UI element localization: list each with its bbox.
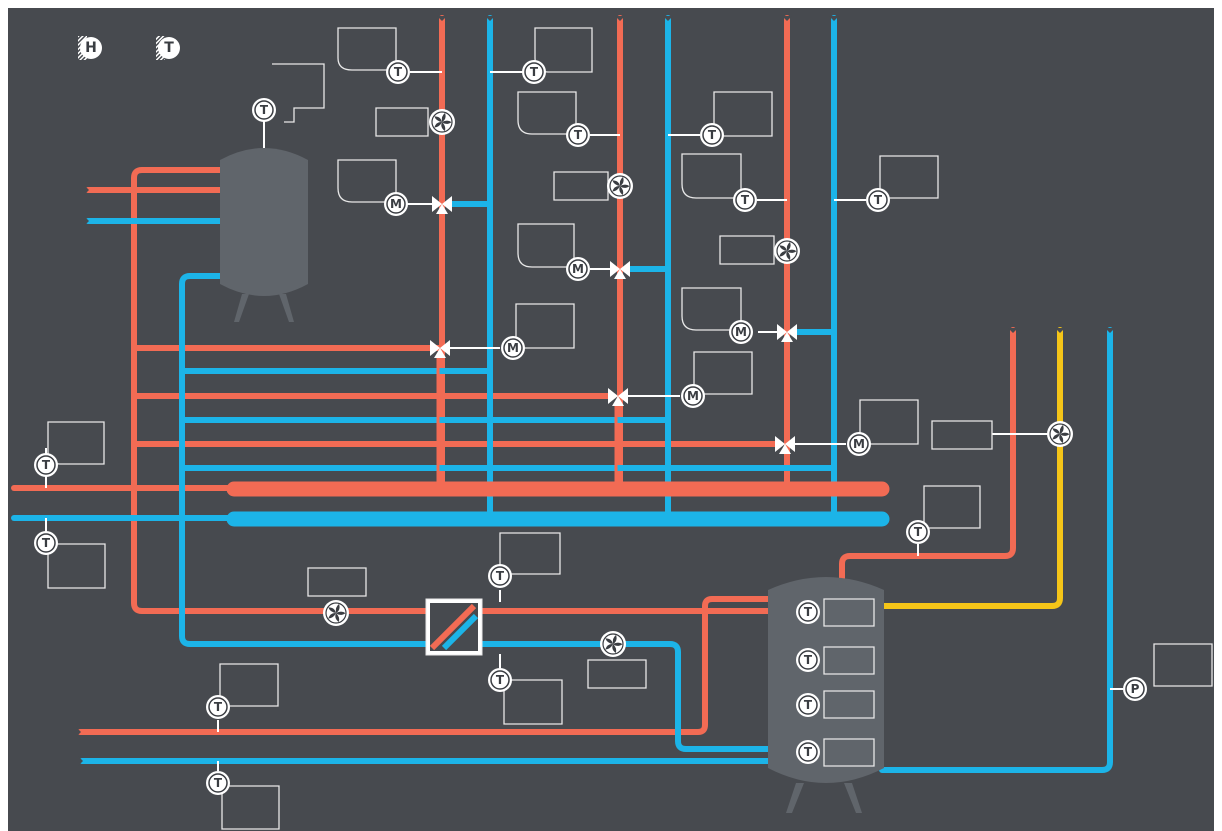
mixing-valve-3[interactable] [777,324,797,342]
circuit1-flow-temp-sensor[interactable]: T [386,60,410,84]
dhw-tank-temp-sensor-1[interactable]: T [796,600,820,624]
mixing-valve-4[interactable] [430,340,450,358]
sensors: T T T T T T T M M M M M M T T T T T P T T T T T T [34,60,1147,795]
dhw-outlet-temp-sensor[interactable]: T [906,520,930,544]
dhw-outlet-temp-sensor-symbol: T [914,525,923,539]
mixing-valve-1[interactable] [432,196,452,214]
supply-cold-temp-sensor-symbol: T [214,776,223,790]
hx-secondary-temp-sensor-symbol: T [496,569,505,583]
branch3-mixer-motor-symbol: M [853,437,865,451]
circuit3-mixer-motor-symbol: M [735,325,747,339]
legend: H T [78,36,180,60]
main-flow-temp-sensor-symbol: T [42,458,51,472]
hx-secondary-temp-sensor[interactable]: T [488,564,512,588]
dhw-legend-icon: T [156,36,180,60]
dhw-tank-temp-sensor-4[interactable]: T [796,740,820,764]
hx-to-dhw-cold [471,641,771,752]
pipe-network [11,15,1113,773]
dhw-tank-temp-sensor-4-symbol: T [804,745,813,759]
pumps [323,109,1073,657]
hx-secondary-pump-icon[interactable] [600,631,626,657]
circuit1-return-temp-sensor-symbol: T [530,65,539,79]
hx-return-temp-sensor[interactable]: T [488,668,512,692]
circuit2-return-temp-sensor[interactable]: T [700,123,724,147]
buffer-hot-loop [131,167,431,614]
circuit2-mixer-motor[interactable]: M [566,257,590,281]
hydraulic-schematic: T T T T T T T M M M M M M T T T T T P T T T T T T H T [8,8,1214,831]
branch2-mixer-motor-symbol: M [687,389,699,403]
buffer-tank [220,148,308,322]
circuit3-flow-temp-sensor[interactable]: T [733,188,757,212]
buffer-top-temp-box [272,63,325,123]
circuit3-mixer-motor[interactable]: M [729,320,753,344]
hx-primary-pump-icon[interactable] [323,600,349,626]
dhw-cold-return [879,327,1113,773]
valve-sticks [436,356,618,486]
heating-legend-icon: H [78,36,102,60]
circuit2-return-temp-sensor-symbol: T [708,128,717,142]
dhw-tank-temp-sensor-3-symbol: T [804,698,813,712]
dhw-tank-temp-sensor-1-symbol: T [804,605,813,619]
circuit1-flow-temp-sensor-symbol: T [394,65,403,79]
buffer-top-temp-sensor-symbol: T [260,103,269,117]
value-boxes [47,27,1213,830]
branch1-mixer-motor-symbol: M [507,341,519,355]
plate-heat-exchanger-icon [425,598,483,656]
hydraulic-diagram-svg: T T T T T T T M M M M M M T T T T T P T T T T T T H T [11,15,1213,830]
system-pressure-sensor-symbol: P [1131,682,1140,696]
circuit1-return-temp-sensor[interactable]: T [522,60,546,84]
circuit1-pump-icon[interactable] [429,109,455,135]
circuit1-mixer-motor[interactable]: M [384,192,408,216]
supply-hot-temp-sensor-symbol: T [214,700,223,714]
circuit3-return-temp-sensor-symbol: T [874,193,883,207]
main-return-temp-sensor[interactable]: T [34,531,58,555]
pipe-end-cuts [76,16,1115,766]
circuit2-flow-temp-sensor-symbol: T [574,128,583,142]
main-return-temp-sensor-symbol: T [42,536,51,550]
circuit3-return-temp-sensor[interactable]: T [866,188,890,212]
hx-return-temp-sensor-symbol: T [496,673,505,687]
mixing-valve-2[interactable] [610,261,630,279]
mixing-valves [430,196,797,454]
circuit3-pump-icon[interactable] [774,238,800,264]
mixing-valve-6[interactable] [775,436,795,454]
supply-hot-temp-sensor[interactable]: T [206,695,230,719]
solar-pump-icon[interactable] [1047,421,1073,447]
dhw-tank-temp-sensor-2[interactable]: T [796,648,820,672]
system-pressure-sensor[interactable]: P [1123,677,1147,701]
hot-supply-lower [77,596,771,735]
mixing-valve-5[interactable] [608,388,628,406]
circuit1-mixer-motor-symbol: M [390,197,402,211]
circuit2-mixer-motor-symbol: M [572,262,584,276]
buffer-cold-loop [179,273,431,647]
solar-pipe [881,327,1063,609]
branch1-mixer-motor[interactable]: M [501,336,525,360]
heating-legend-label: H [85,40,97,56]
dhw-tank-temp-sensor-2-symbol: T [804,653,813,667]
dhw-tank-temp-sensor-3[interactable]: T [796,693,820,717]
supply-cold-temp-sensor[interactable]: T [206,771,230,795]
circuit2-flow-temp-sensor[interactable]: T [566,123,590,147]
dhw-hot-outlet [839,327,1016,581]
main-flow-temp-sensor[interactable]: T [34,453,58,477]
branch3-mixer-motor[interactable]: M [847,432,871,456]
branch2-mixer-motor[interactable]: M [681,384,705,408]
dhw-tank [768,577,884,813]
dhw-legend-label: T [164,40,174,56]
buffer-top-temp-sensor[interactable]: T [252,98,276,122]
circuit3-flow-temp-sensor-symbol: T [741,193,750,207]
circuit2-pump-icon[interactable] [607,173,633,199]
